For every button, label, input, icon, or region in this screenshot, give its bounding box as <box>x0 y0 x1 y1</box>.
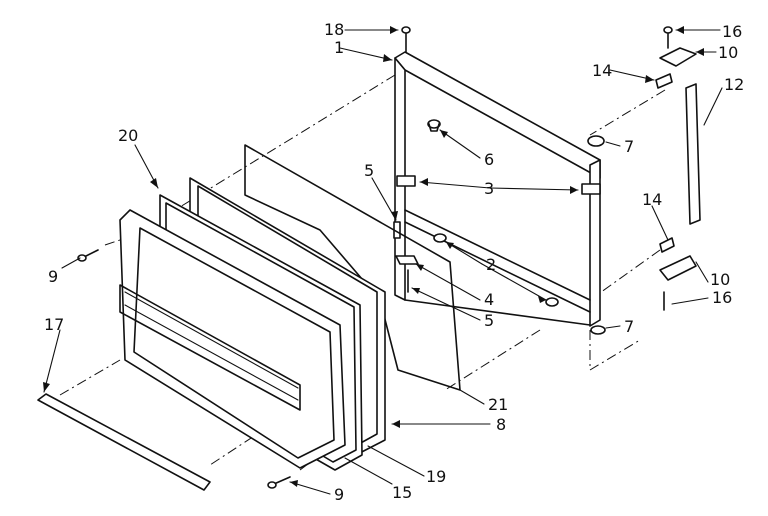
callout-9: 9 <box>48 267 58 286</box>
callout-10: 10 <box>718 43 738 62</box>
callout-1: 1 <box>334 38 344 57</box>
insulation-panel <box>244 144 461 391</box>
callout-6: 6 <box>484 150 494 169</box>
callout-14-lower: 14 <box>642 190 662 209</box>
callout-12: 12 <box>724 75 744 94</box>
door-panel <box>119 209 346 469</box>
callout-4: 4 <box>484 290 494 309</box>
callout-3: 3 <box>484 179 494 198</box>
callout-8: 8 <box>496 415 506 434</box>
callout-10-lower: 10 <box>710 270 730 289</box>
callout-7-lower: 7 <box>624 317 634 336</box>
callout-labels: 18 1 16 10 14 12 20 6 7 5 3 14 2 10 9 17… <box>44 20 744 504</box>
trim-strip <box>37 393 211 491</box>
callout-18: 18 <box>324 20 344 39</box>
callout-17: 17 <box>44 315 64 334</box>
callout-7: 7 <box>624 137 634 156</box>
callout-5: 5 <box>364 161 374 180</box>
callout-9-lower: 9 <box>334 485 344 504</box>
leader-lines <box>43 29 723 495</box>
callout-21: 21 <box>488 395 508 414</box>
callout-20: 20 <box>118 126 138 145</box>
callout-19: 19 <box>426 467 446 486</box>
callout-2: 2 <box>486 255 496 274</box>
callout-15: 15 <box>392 483 412 502</box>
callout-16-lower: 16 <box>712 288 732 307</box>
hinge-bar <box>685 83 701 225</box>
callout-5-lower: 5 <box>484 311 494 330</box>
arrowheads <box>43 26 704 487</box>
callout-16: 16 <box>722 22 742 41</box>
callout-14: 14 <box>592 61 612 80</box>
door-frame <box>394 51 601 327</box>
